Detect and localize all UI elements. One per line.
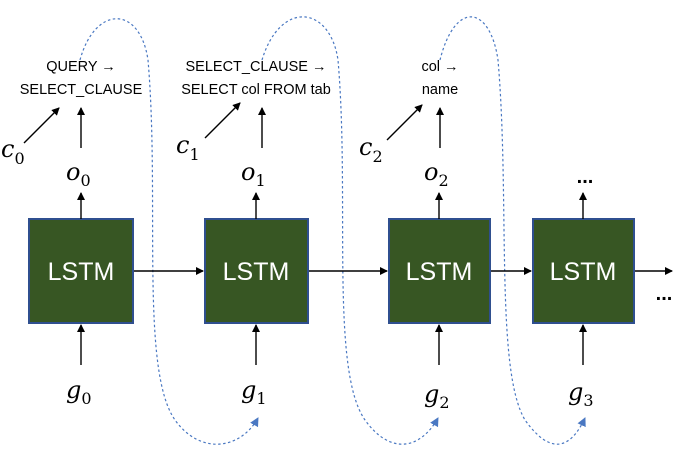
lstm-label: LSTM <box>223 258 290 286</box>
context-symbol-1: c1 <box>176 131 200 164</box>
rule-line: SELECT_CLAUSE → <box>185 59 326 75</box>
rule-line: SELECT_CLAUSE <box>20 82 143 98</box>
rule-label-0: QUERY → SELECT_CLAUSE <box>20 59 143 98</box>
context-symbol-0: c0 <box>1 135 25 168</box>
rule-line: name <box>422 82 458 98</box>
feedback-curve-2 <box>439 16 586 445</box>
context-arrow <box>386 104 423 141</box>
context-arrow <box>23 107 60 144</box>
output-symbol-1: o1 <box>241 158 266 190</box>
lstm-cell-0: LSTM <box>23 107 134 365</box>
lstm-cell-2: LSTM <box>386 104 491 365</box>
input-symbol-2: g2 <box>424 380 450 412</box>
input-symbol-0: g0 <box>66 376 92 408</box>
input-symbol-3: g3 <box>568 378 594 410</box>
lstm-label: LSTM <box>48 258 115 286</box>
context-arrow <box>204 102 241 139</box>
output-ellipsis-3: ... <box>577 166 594 188</box>
lstm-label: LSTM <box>406 258 473 286</box>
lstm-box <box>28 218 134 324</box>
rule-line: QUERY → <box>46 59 116 75</box>
feedback-curve-1 <box>261 16 439 445</box>
lstm-cell-3: LSTM <box>532 192 635 365</box>
continuation-ellipsis: ... <box>656 283 673 305</box>
lstm-label: LSTM <box>550 258 617 286</box>
lstm-box <box>388 218 491 324</box>
output-symbol-0: o0 <box>66 158 91 190</box>
rule-line: col → <box>421 59 458 75</box>
rule-label-1: SELECT_CLAUSE → SELECT col FROM tab <box>181 59 331 98</box>
output-symbol-2: o2 <box>424 158 449 190</box>
lstm-box <box>204 218 309 324</box>
feedback-curve-0 <box>79 18 259 445</box>
lstm-cell-1: LSTM <box>204 102 309 365</box>
context-symbol-2: c2 <box>359 133 383 166</box>
rule-label-2: col → name <box>421 59 458 98</box>
input-symbol-1: g1 <box>241 376 267 408</box>
rule-line: SELECT col FROM tab <box>181 82 331 98</box>
lstm-box <box>532 218 635 324</box>
